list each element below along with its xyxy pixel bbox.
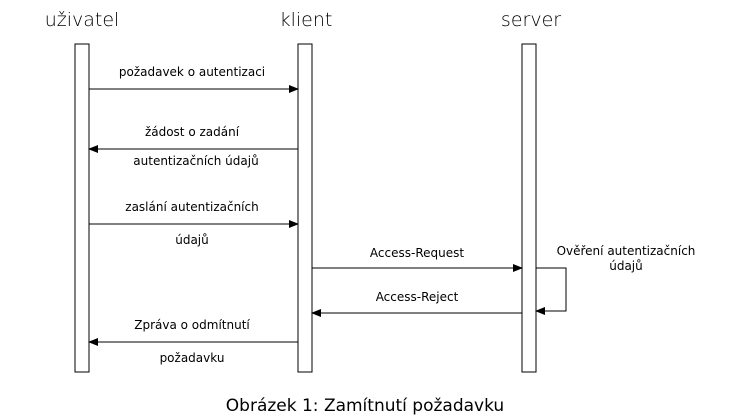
server-verification-label-1: Ověření autentizačních [557,244,696,258]
lifeline-user [74,43,90,373]
server-verification-arrow [535,267,567,315]
participant-client-label: klient [280,9,333,31]
message-access-request-label: Access-Request [370,246,464,260]
message-credentials-prompt-label-2: autentizačních údajů [133,154,258,168]
message-credentials-send: zaslání autentizačních údajů [89,200,299,247]
server-verification-label-2: údajů [609,259,643,273]
message-access-reject: Access-Reject [311,290,522,317]
message-credentials-send-label-1: zaslání autentizačních [125,200,258,214]
participant-server-label: server [501,9,561,31]
message-rejection-notice: Zpráva o odmítnutí požadavku [88,318,298,365]
server-verification: Ověření autentizačních údajů [535,244,696,315]
message-auth-request: požadavek o autentizaci [89,65,299,93]
lifeline-client [297,43,313,373]
lifeline-server [521,43,537,373]
message-credentials-send-label-2: údajů [175,233,209,247]
message-auth-request-label: požadavek o autentizaci [119,65,265,79]
message-access-request: Access-Request [312,246,523,272]
message-rejection-notice-label-2: požadavku [160,351,225,365]
participant-user-label: uživatel [45,9,120,31]
message-credentials-prompt-label-1: žádost o zadání [145,125,240,139]
message-rejection-notice-label-1: Zpráva o odmítnutí [134,318,250,332]
message-credentials-prompt: žádost o zadání autentizačních údajů [88,125,298,168]
figure-caption: Obrázek 1: Zamítnutí požadavku [226,396,504,416]
message-access-reject-label: Access-Reject [376,290,459,304]
